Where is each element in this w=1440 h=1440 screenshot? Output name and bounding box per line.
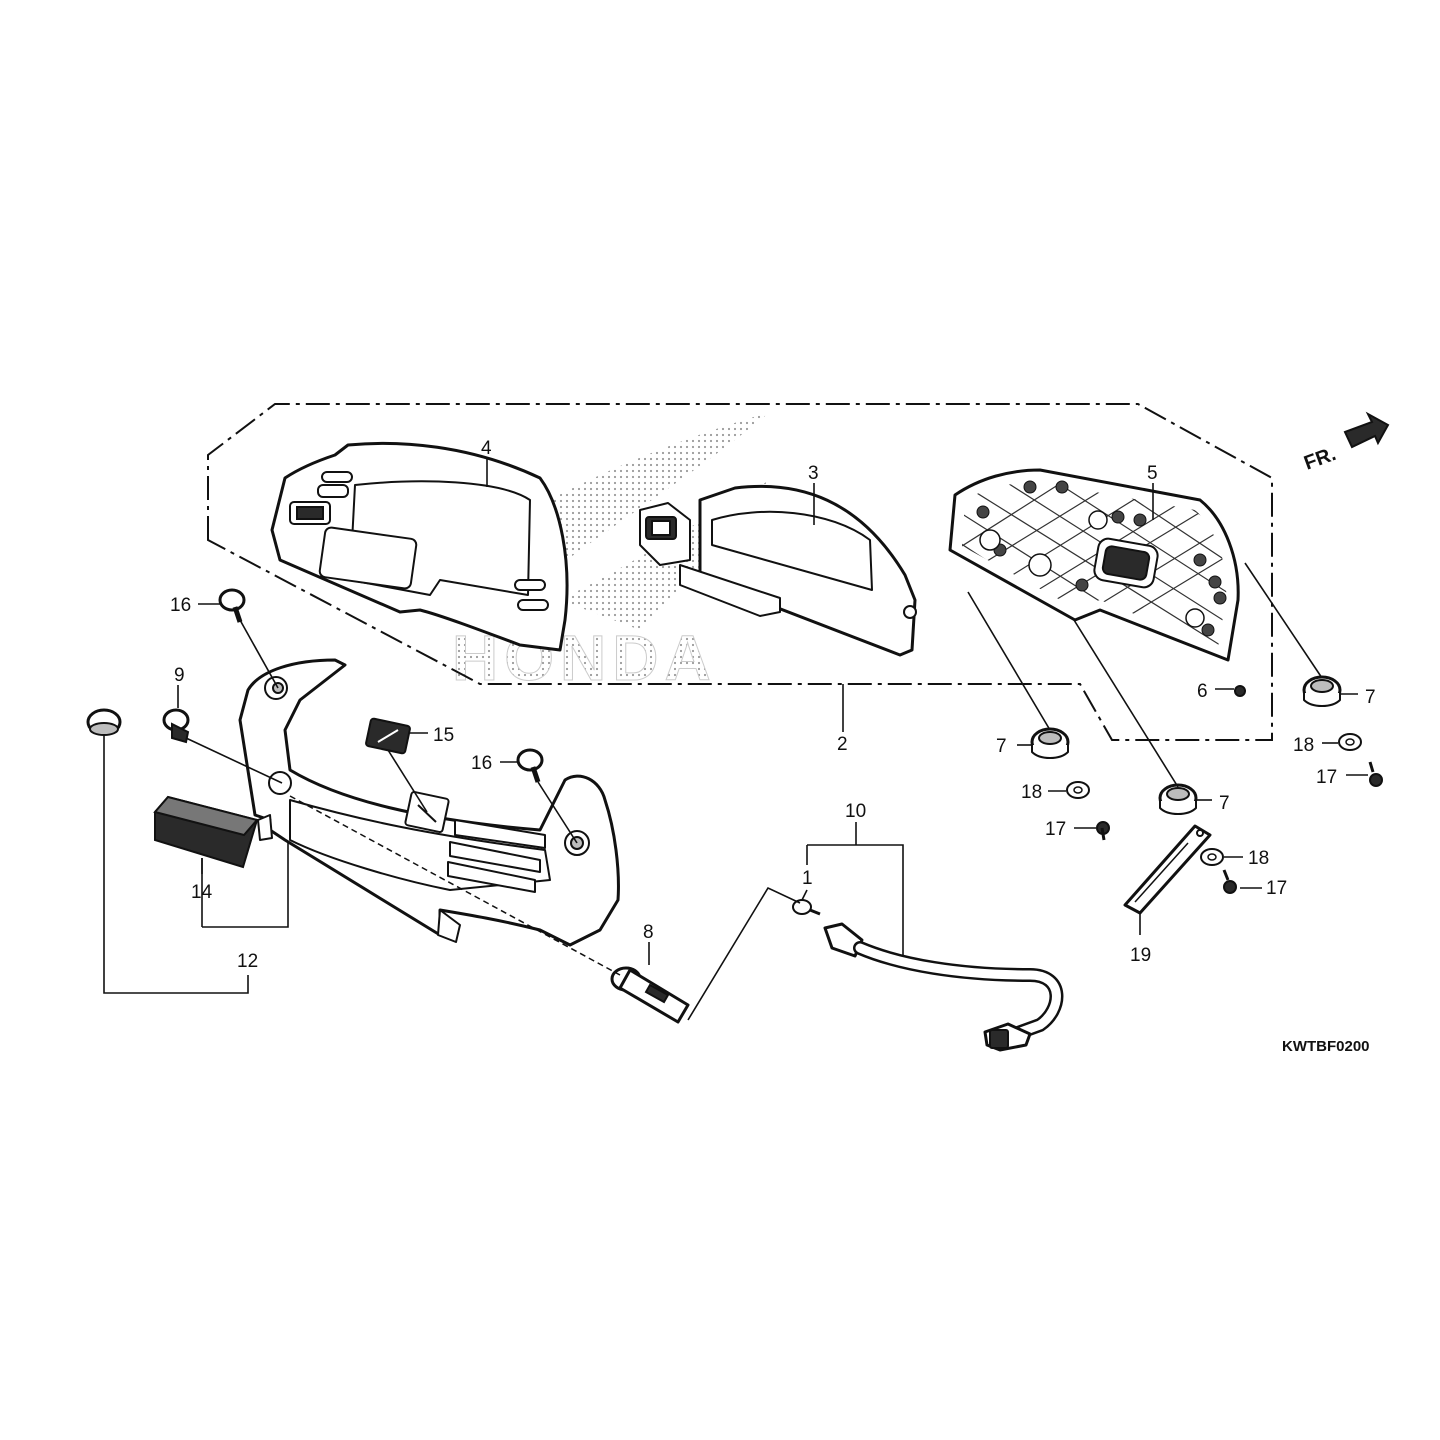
part-7-grommet-b (1302, 675, 1342, 707)
part-15-emblem (365, 717, 411, 755)
callout-2: 2 (837, 734, 848, 755)
part-18-washer-c (1200, 848, 1224, 866)
part-7-grommet-a (1030, 727, 1070, 759)
part-6-screw (1234, 685, 1246, 697)
callout-3: 3 (808, 463, 819, 484)
callout-16-b: 16 (471, 753, 492, 774)
part-14-pad (153, 795, 259, 869)
part-5-meter-case (948, 468, 1240, 662)
callout-7-c: 7 (1219, 793, 1230, 814)
callout-10: 10 (845, 801, 866, 822)
callout-18-b: 18 (1293, 735, 1314, 756)
fr-label: FR. (1301, 443, 1339, 475)
part-18-washer-b (1338, 733, 1362, 751)
callout-6: 6 (1197, 681, 1208, 702)
callout-1: 1 (802, 868, 813, 889)
callout-19: 19 (1130, 945, 1151, 966)
callout-17-b: 17 (1316, 767, 1337, 788)
callout-18-c: 18 (1248, 848, 1269, 869)
part-8-socket (610, 966, 690, 1024)
callout-4: 4 (481, 438, 492, 459)
callout-16-a: 16 (170, 595, 191, 616)
part-cap (86, 708, 122, 736)
part-7-grommet-c (1158, 783, 1198, 815)
part-17-screw-b (1368, 761, 1383, 787)
callout-7-a: 7 (996, 736, 1007, 757)
part-19-stay (1123, 824, 1212, 915)
part-16-bolt-a (218, 588, 246, 623)
callout-17-c: 17 (1266, 878, 1287, 899)
part-3-meter-assembly (639, 484, 917, 657)
callout-5: 5 (1147, 463, 1158, 484)
callout-12: 12 (237, 951, 258, 972)
assembly-boundary-2 (207, 403, 1273, 741)
diagram-code: KWTBF0200 (1282, 1038, 1370, 1055)
part-12-meter-panel (238, 658, 620, 947)
part-4-meter-visor (270, 441, 569, 652)
callout-18-a: 18 (1021, 782, 1042, 803)
part-17-screw-c (1222, 869, 1237, 894)
callout-14: 14 (191, 882, 213, 903)
leader-lines (103, 458, 1368, 1021)
callout-17-a: 17 (1045, 819, 1066, 840)
callout-7-b: 7 (1365, 687, 1376, 708)
front-direction-arrow: FR. (1301, 411, 1390, 475)
callout-9: 9 (174, 665, 185, 686)
part-18-washer-a (1066, 781, 1090, 799)
part-17-screw-a (1096, 821, 1110, 841)
callout-8: 8 (643, 922, 654, 943)
part-10-harness (823, 922, 1064, 1052)
part-16-bolt-b (516, 748, 544, 783)
callout-15: 15 (433, 725, 454, 746)
part-9-grommet (162, 708, 190, 744)
callout-labels: 4 3 5 2 16 9 15 16 14 12 8 10 1 7 18 17 … (170, 438, 1376, 1055)
